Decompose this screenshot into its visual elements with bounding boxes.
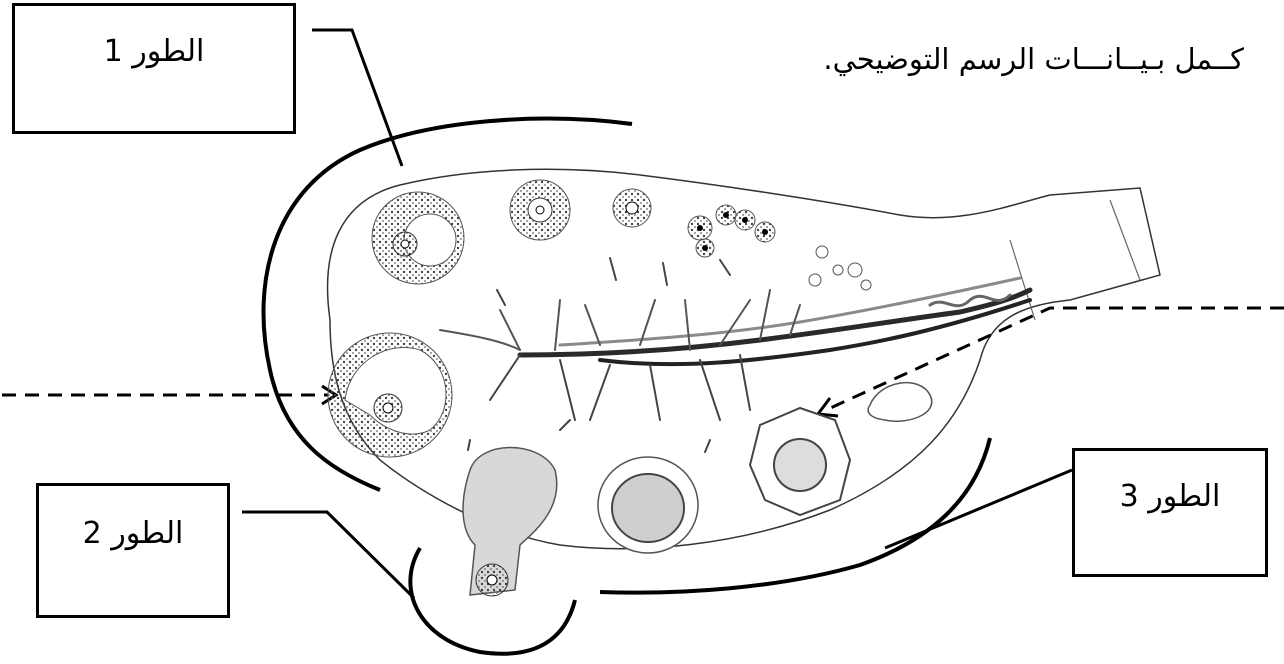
ruptured-follicle <box>463 448 557 597</box>
label-box-phase-2[interactable]: الطور 2 <box>36 483 230 618</box>
follicle-small <box>613 189 651 227</box>
label-phase-1: الطور 1 <box>104 34 205 69</box>
leader-line-3 <box>885 470 1072 548</box>
label-phase-2: الطور 2 <box>83 516 184 551</box>
corpus-luteum-mature <box>750 408 850 515</box>
label-phase-3: الطور 3 <box>1120 479 1221 514</box>
leader-line-2 <box>242 512 414 598</box>
leader-line-1 <box>312 30 402 166</box>
graafian-follicle <box>328 333 452 457</box>
label-box-phase-3[interactable]: الطور 3 <box>1072 448 1268 577</box>
instruction-text: كــمل بـيــانـــات الرسم التوضيحي. <box>823 42 1244 76</box>
label-box-phase-1[interactable]: الطور 1 <box>12 3 296 134</box>
corpus-luteum-forming <box>598 457 698 553</box>
blood-vessels <box>440 258 1030 452</box>
primary-follicles <box>688 205 871 290</box>
follicle-medium <box>510 180 570 240</box>
follicle-large-top <box>372 192 464 284</box>
corpus-albicans <box>868 383 932 422</box>
phase1-arc <box>263 119 632 490</box>
